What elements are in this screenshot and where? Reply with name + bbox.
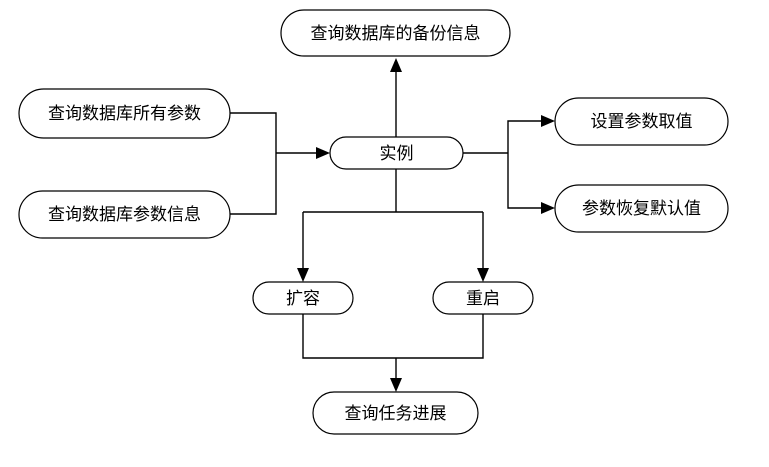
node-restart-label: 重启 [466, 289, 500, 309]
edge-all-params-to-instance [230, 112, 277, 153]
node-task-progress: 查询任务进展 [312, 391, 479, 435]
connectors [230, 58, 555, 392]
node-all-params-label: 查询数据库所有参数 [48, 104, 201, 124]
arrowhead-task-progress [390, 378, 402, 392]
arrowhead-restore-default [541, 202, 555, 214]
node-all-params: 查询数据库所有参数 [18, 88, 231, 139]
node-param-info-label: 查询数据库参数信息 [48, 205, 201, 225]
node-set-param-label: 设置参数取值 [591, 112, 693, 132]
node-restore-default: 参数恢复默认值 [554, 184, 729, 233]
arrowhead-restart [477, 268, 489, 282]
node-param-info: 查询数据库参数信息 [18, 190, 231, 239]
node-task-progress-label: 查询任务进展 [345, 404, 447, 424]
node-instance-label: 实例 [380, 144, 414, 164]
arrowhead-backup-info [390, 58, 402, 72]
edge-to-restore-default [507, 153, 543, 209]
node-scale-out-label: 扩容 [286, 289, 320, 309]
node-instance: 实例 [329, 136, 464, 170]
node-restore-default-label: 参数恢复默认值 [582, 199, 701, 219]
node-restart: 重启 [432, 281, 534, 315]
arrowhead-instance [316, 147, 330, 159]
node-scale-out: 扩容 [252, 281, 354, 315]
edge-param-info-to-instance [230, 153, 277, 215]
arrowhead-set-param [541, 115, 555, 127]
node-set-param: 设置参数取值 [554, 97, 729, 146]
node-backup-info-label: 查询数据库的备份信息 [311, 24, 481, 44]
arrowhead-scale-out [297, 268, 309, 282]
node-backup-info: 查询数据库的备份信息 [280, 9, 511, 57]
edge-to-set-param [507, 120, 543, 153]
edge-scale-out-to-task-progress [302, 314, 484, 359]
